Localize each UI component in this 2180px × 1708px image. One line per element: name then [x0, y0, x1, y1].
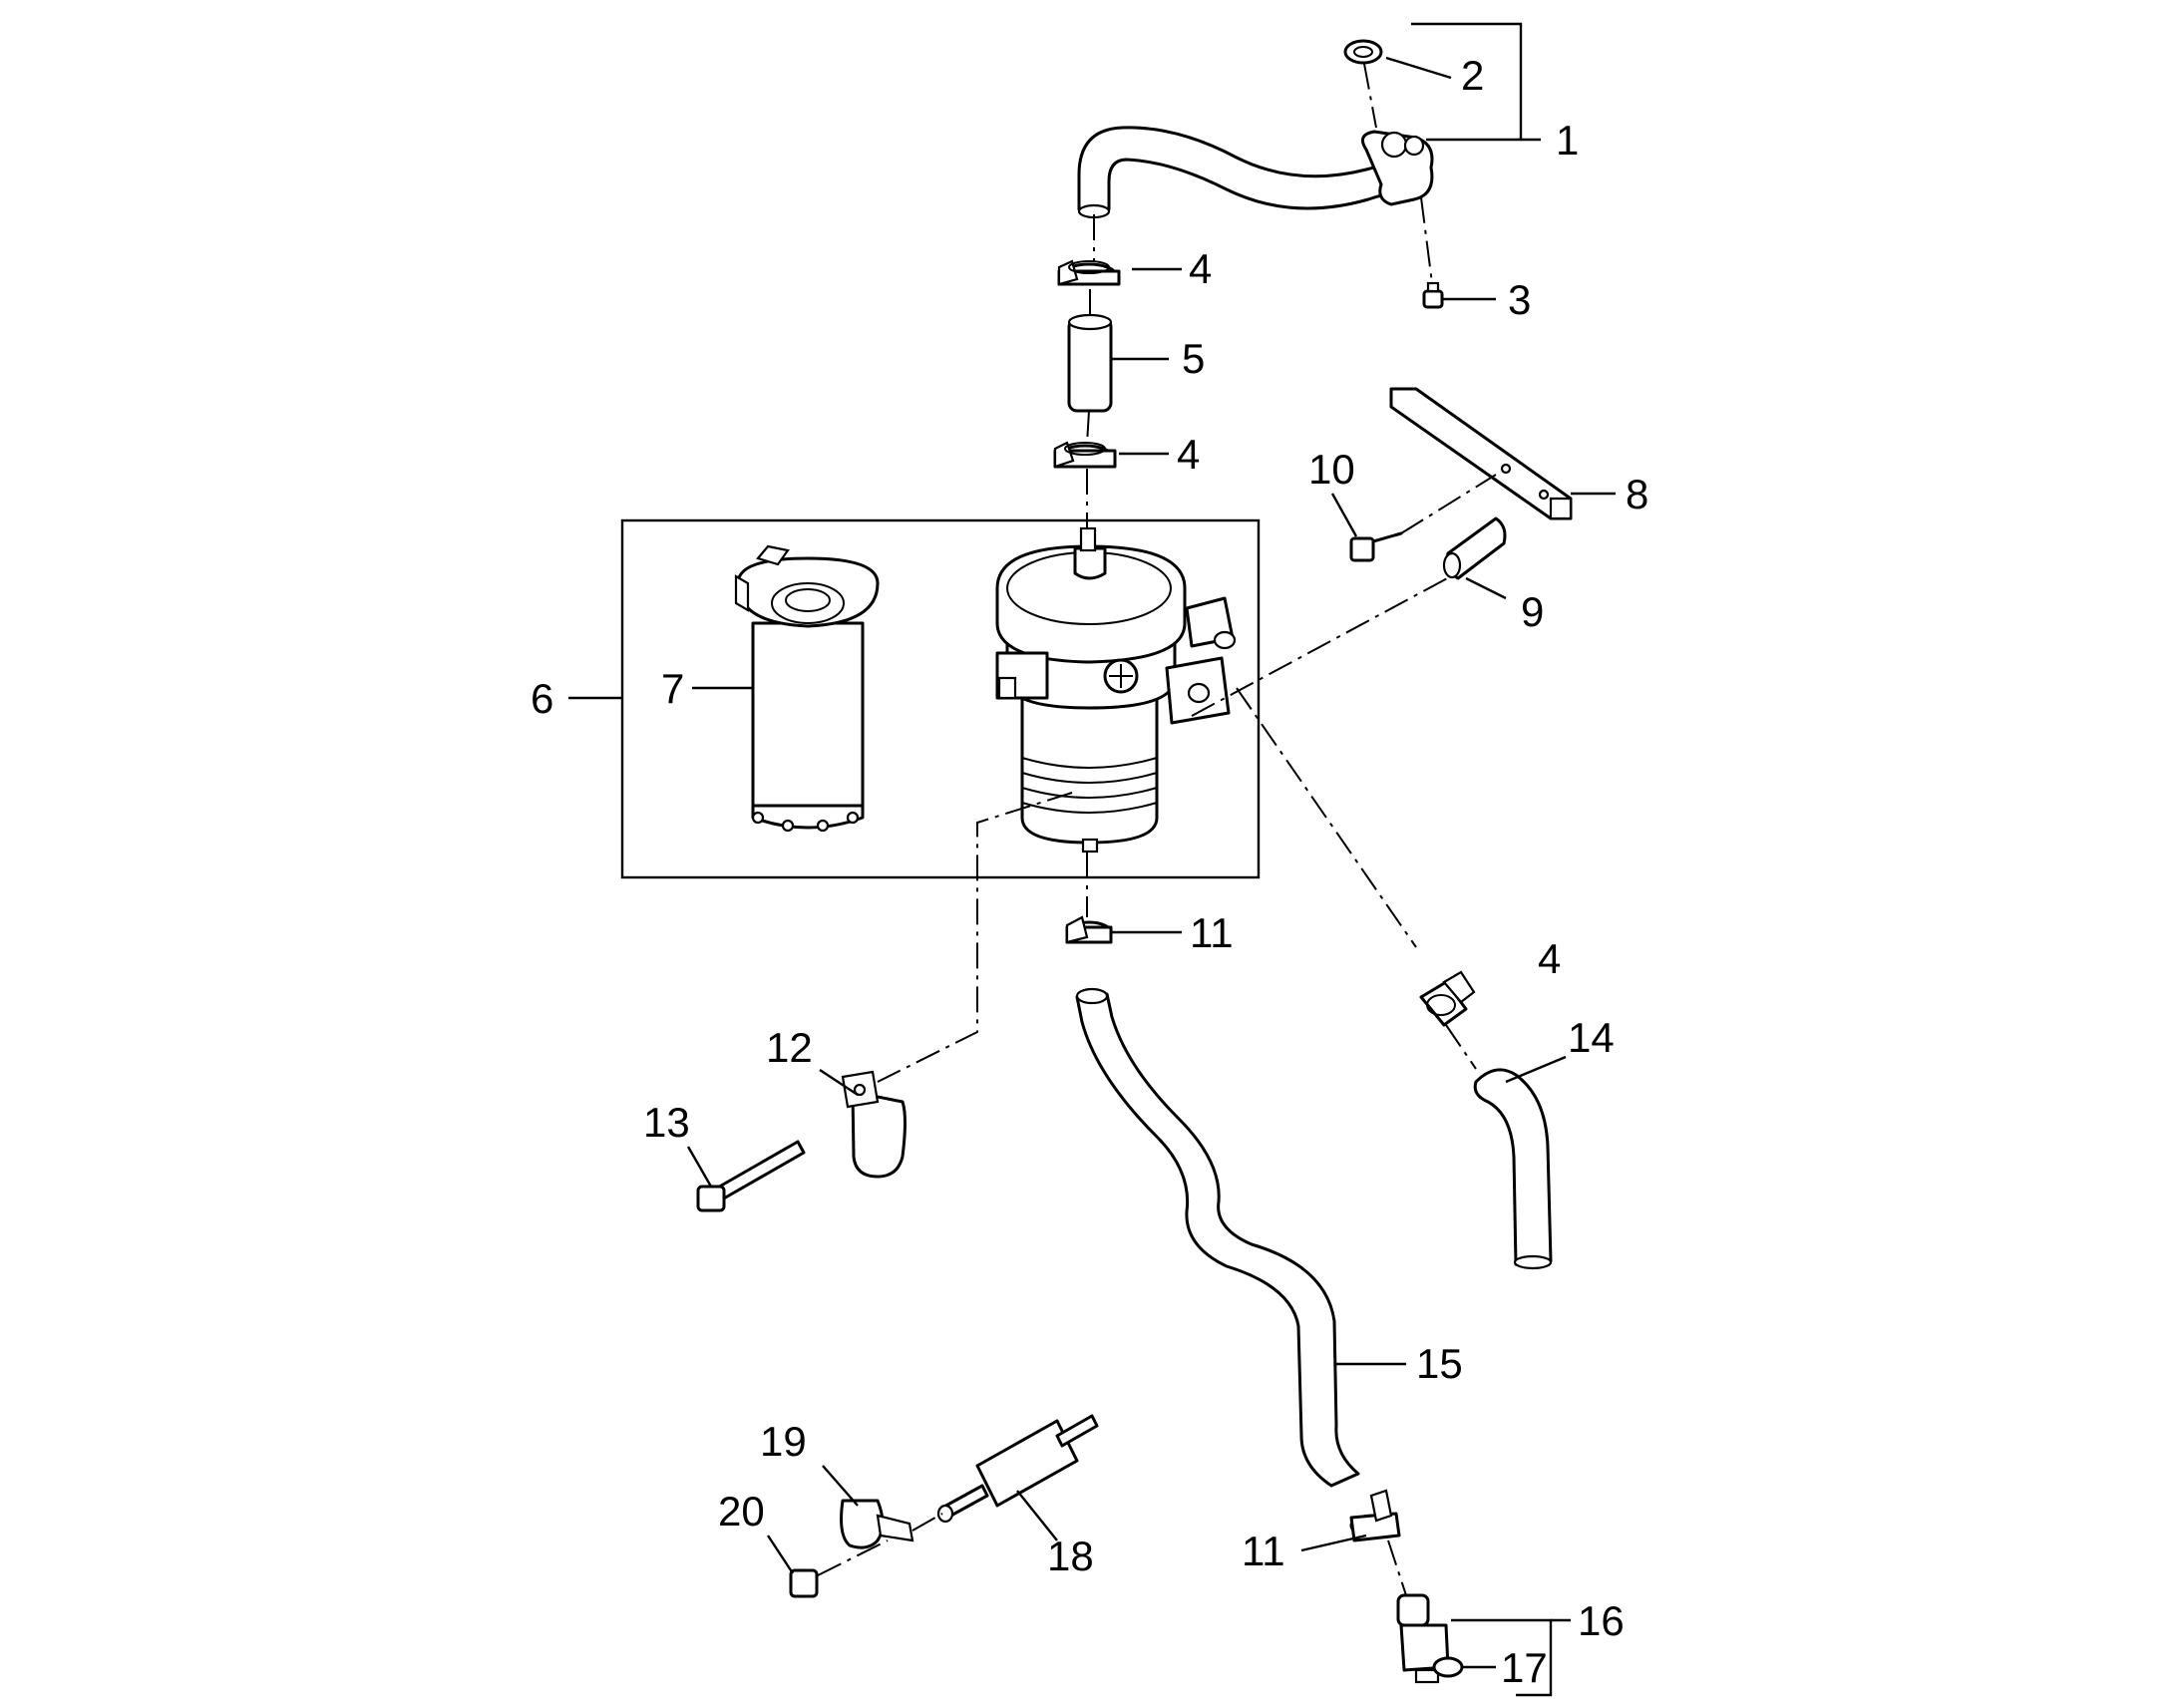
o-ring-2: [1343, 39, 1383, 65]
callout-9: 9: [1521, 588, 1544, 635]
callout-14: 14: [1568, 1014, 1615, 1061]
callout-16: 16: [1578, 1597, 1625, 1644]
callout-13: 13: [643, 1099, 690, 1146]
hose-clamp-4-lower: [1053, 441, 1117, 469]
callout-20: 20: [718, 1488, 765, 1535]
inline-filter-18: [936, 1414, 1099, 1524]
callout-1: 1: [1556, 117, 1579, 164]
p-clamp-19: [840, 1499, 943, 1549]
callout-4-lower: 4: [1177, 431, 1200, 478]
elbow-hose-14: [1473, 1068, 1553, 1270]
callout-8: 8: [1626, 471, 1648, 517]
callout-6: 6: [531, 675, 553, 722]
hose-clamp-11-lower: [1349, 1489, 1401, 1542]
bolt-10: [1349, 531, 1403, 562]
callout-11-lower: 11: [1242, 1528, 1285, 1574]
callout-5: 5: [1182, 335, 1205, 382]
callout-15: 15: [1416, 1340, 1463, 1387]
bolt-13: [696, 1140, 806, 1212]
callout-11-upper: 11: [1190, 909, 1234, 956]
callout-4-right: 4: [1538, 935, 1561, 982]
hose-15: [1075, 987, 1360, 1488]
callout-18: 18: [1047, 1533, 1094, 1579]
callout-2: 2: [1461, 52, 1484, 99]
hose-clamp-4-top: [1057, 259, 1121, 286]
callout-19: 19: [760, 1418, 807, 1465]
callout-4-top: 4: [1189, 245, 1212, 292]
fitting-16: [1396, 1593, 1450, 1684]
o-ring-17: [1432, 1656, 1464, 1678]
callout-3: 3: [1508, 276, 1531, 323]
filter-element-7: [734, 544, 880, 833]
hose-sleeve-5: [1067, 313, 1113, 413]
callout-12: 12: [766, 1024, 813, 1071]
callout-17: 17: [1501, 1644, 1548, 1691]
spacer-9: [1442, 516, 1507, 580]
hose-clamp-11-upper: [1065, 915, 1113, 944]
p-clamp-12: [841, 1070, 907, 1179]
bolt-3: [1422, 281, 1444, 309]
filter-housing: [995, 526, 1237, 854]
callout-7: 7: [661, 665, 684, 712]
mounting-bracket-8: [1389, 387, 1573, 520]
pipe-assembly-1: [1077, 126, 1434, 219]
nut-20: [789, 1539, 889, 1598]
callout-10: 10: [1308, 446, 1355, 493]
hose-clamp-4-right: [1419, 970, 1476, 1027]
